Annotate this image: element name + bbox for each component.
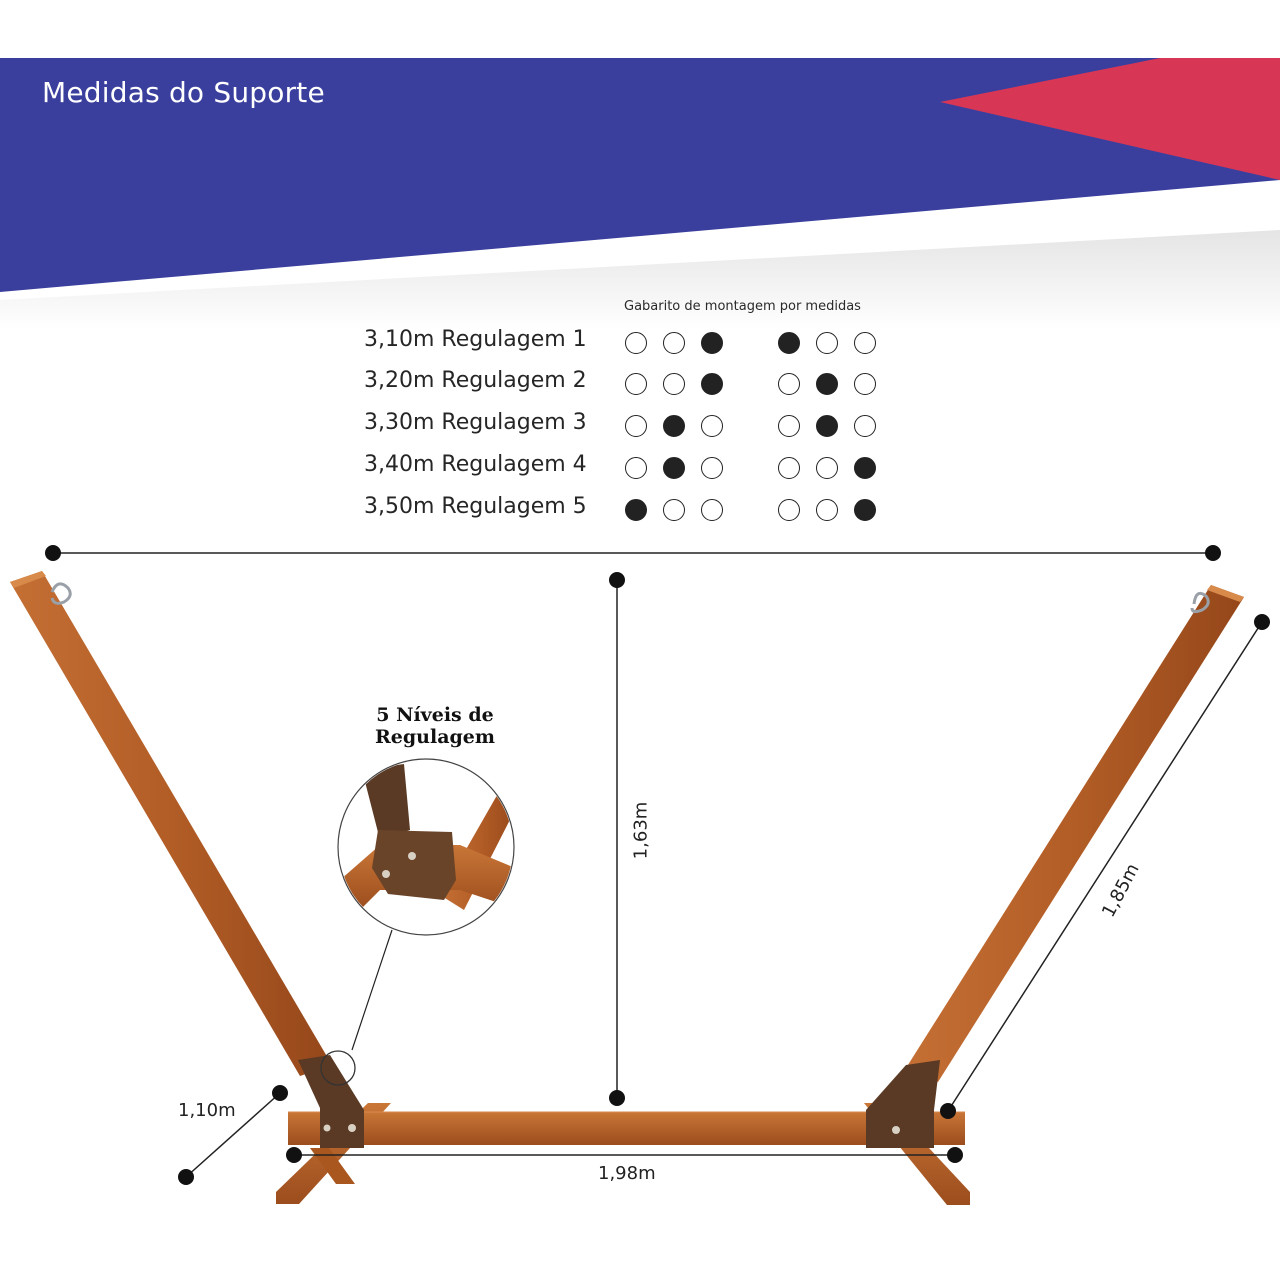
right-hole-filled xyxy=(816,373,838,395)
height-dimension xyxy=(609,572,625,1106)
overall-length-line xyxy=(45,545,1221,561)
right-hole-filled xyxy=(816,415,838,437)
left-arm xyxy=(10,571,332,1076)
right-hole-empty xyxy=(778,457,800,479)
right-hole-filled xyxy=(778,332,800,354)
base-dimension xyxy=(286,1147,963,1163)
right-hole-empty xyxy=(778,373,800,395)
right-bracket xyxy=(866,1060,940,1148)
base-beam xyxy=(288,1111,965,1145)
left-hole-filled xyxy=(701,332,723,354)
height-label: 1,63m xyxy=(630,801,652,860)
left-hole-empty xyxy=(625,457,647,479)
depth-dimension xyxy=(178,1085,288,1185)
template-row-label: 3,40m Regulagem 4 xyxy=(364,452,587,477)
left-hole-empty xyxy=(625,373,647,395)
arm-dimension xyxy=(940,614,1270,1119)
left-hole-empty xyxy=(663,332,685,354)
right-hole-empty xyxy=(854,332,876,354)
right-hole-empty xyxy=(854,415,876,437)
right-hole-empty xyxy=(854,373,876,395)
right-hole-empty xyxy=(816,332,838,354)
adjustment-levels-callout: 5 Níveis de Regulagem xyxy=(360,704,510,748)
left-hole-empty xyxy=(625,415,647,437)
base-length-label: 1,98m xyxy=(598,1163,656,1184)
callout-line-2: Regulagem xyxy=(375,726,495,748)
template-row-label: 3,20m Regulagem 2 xyxy=(364,368,587,393)
left-hole-empty xyxy=(701,457,723,479)
right-hole-filled xyxy=(854,499,876,521)
template-row-label: 3,50m Regulagem 5 xyxy=(364,494,587,519)
right-hole-empty xyxy=(778,499,800,521)
left-hole-empty xyxy=(663,373,685,395)
left-bracket xyxy=(298,1055,364,1148)
left-hole-filled xyxy=(663,415,685,437)
right-hole-empty xyxy=(816,499,838,521)
right-hole-empty xyxy=(778,415,800,437)
right-hook-icon xyxy=(1190,591,1210,614)
left-hole-filled xyxy=(701,373,723,395)
depth-label: 1,10m xyxy=(178,1100,236,1121)
left-hole-filled xyxy=(625,499,647,521)
left-hole-filled xyxy=(663,457,685,479)
header-banner xyxy=(0,58,1280,330)
detail-callout xyxy=(320,758,515,1086)
left-hook-icon xyxy=(50,582,72,605)
right-hole-empty xyxy=(816,457,838,479)
right-hole-filled xyxy=(854,457,876,479)
left-hole-empty xyxy=(625,332,647,354)
page-title: Medidas do Suporte xyxy=(42,76,325,109)
left-hole-empty xyxy=(663,499,685,521)
template-row-label: 3,30m Regulagem 3 xyxy=(364,410,587,435)
right-arm xyxy=(906,585,1244,1082)
template-title: Gabarito de montagem por medidas xyxy=(624,299,861,314)
template-row-label: 3,10m Regulagem 1 xyxy=(364,327,587,352)
left-hole-empty xyxy=(701,415,723,437)
callout-line-1: 5 Níveis de xyxy=(376,704,494,726)
left-hole-empty xyxy=(701,499,723,521)
